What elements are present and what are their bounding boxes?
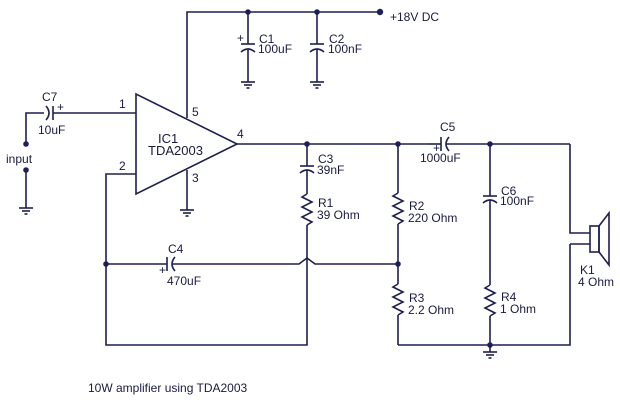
- c6-ref: C6: [501, 184, 517, 198]
- pin-2-label: 2: [119, 159, 126, 173]
- r4-ref: R4: [501, 290, 517, 304]
- capacitor-c6: C6 100nF: [482, 144, 534, 285]
- r3-ref: R3: [409, 291, 425, 305]
- c3-ref: C3: [318, 152, 334, 166]
- resistor-r2: R2 220 Ohm: [391, 144, 457, 264]
- ground-icon: [180, 209, 194, 217]
- capacitor-c4: C4 + 470uF: [106, 242, 398, 288]
- input-section: input: [6, 112, 44, 215]
- ground-icon: [310, 81, 324, 89]
- c4-ref: C4: [168, 242, 184, 256]
- supply-rail: +18V DC: [186, 8, 439, 118]
- pin-1-label: 1: [119, 97, 126, 111]
- r1-ref: R1: [318, 196, 334, 210]
- diagram-title: 10W amplifier using TDA2003: [88, 381, 248, 395]
- supply-label: +18V DC: [390, 10, 439, 24]
- input-terminal-top: [23, 141, 29, 147]
- ic-part: TDA2003: [148, 143, 203, 158]
- supply-terminal: [376, 8, 384, 16]
- capacitor-c5: C5 + 1000uF: [420, 120, 570, 165]
- c1-value: 100uF: [258, 42, 292, 56]
- capacitor-c2: C2 100nF: [309, 12, 362, 82]
- resistor-r1: R1 39 Ohm: [300, 193, 360, 259]
- r2-value: 220 Ohm: [408, 211, 457, 225]
- ic-ref: IC1: [158, 131, 178, 146]
- c7-ref: C7: [42, 90, 58, 104]
- capacitor-c3: C3 39nF: [299, 144, 344, 194]
- c6-value: 100nF: [500, 194, 534, 208]
- c2-value: 100nF: [328, 42, 362, 56]
- c7-value: 10uF: [38, 123, 65, 137]
- c5-polarity: +: [433, 141, 440, 155]
- k1-value: 4 Ohm: [578, 275, 614, 289]
- ground-icon: [19, 207, 33, 215]
- c1-polarity: +: [237, 31, 244, 45]
- capacitor-c1: + C1 100uF: [237, 12, 292, 82]
- c2-ref: C2: [329, 32, 345, 46]
- c7-polarity: +: [57, 100, 64, 114]
- pin-3-label: 3: [192, 171, 199, 185]
- ic-tda2003: IC1 TDA2003 1 2 3 4 5: [119, 92, 244, 196]
- ground-icon: [483, 351, 497, 359]
- r3-value: 2.2 Ohm: [408, 303, 454, 317]
- resistor-r3: R3 2.2 Ohm: [391, 264, 454, 345]
- r1-value: 39 Ohm: [317, 208, 360, 222]
- c3-value: 39nF: [317, 163, 344, 177]
- capacitor-c7: C7 + 10uF: [38, 90, 136, 137]
- input-label: input: [6, 152, 33, 166]
- ground-icon: [241, 81, 255, 89]
- pin-4-label: 4: [237, 127, 244, 141]
- c1-ref: C1: [259, 32, 275, 46]
- pin-5-label: 5: [192, 105, 199, 119]
- k1-ref: K1: [580, 263, 595, 277]
- c4-polarity: +: [159, 263, 166, 277]
- c4-value: 470uF: [167, 274, 201, 288]
- speaker-icon: [589, 210, 610, 268]
- r4-value: 1 Ohm: [500, 302, 536, 316]
- r2-ref: R2: [409, 199, 425, 213]
- resistor-r4: R4 1 Ohm: [483, 284, 536, 345]
- c5-ref: C5: [440, 120, 456, 134]
- c5-value: 1000uF: [420, 151, 461, 165]
